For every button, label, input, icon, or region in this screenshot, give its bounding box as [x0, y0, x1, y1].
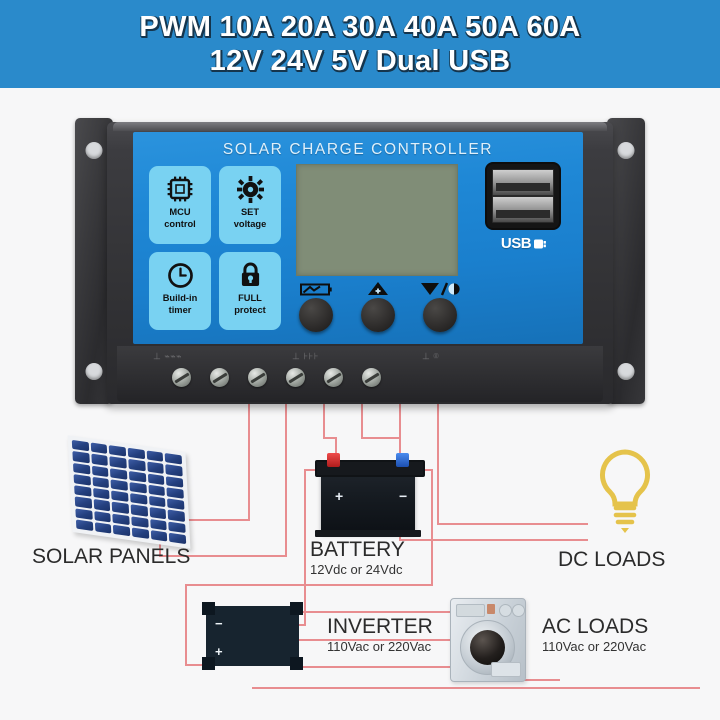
- badge-label-line1: Build-in: [162, 293, 198, 303]
- badge-build-in-timer: Build-in timer: [149, 252, 211, 330]
- mounting-flange-left: [75, 118, 113, 404]
- solar-cell-grid: [71, 439, 187, 545]
- usb-label-group: USB: [485, 235, 565, 252]
- dual-usb-port[interactable]: [485, 162, 561, 230]
- inverter-minus-sign: −: [215, 616, 223, 631]
- usb-section: USB: [485, 162, 565, 252]
- label-inverter: INVERTER 110Vac or 220Vac: [327, 615, 433, 654]
- badge-label-line1: FULL: [238, 293, 262, 303]
- wire-inverter-to-acload-top: [299, 600, 471, 613]
- inverter-terminal-br: [290, 657, 303, 670]
- controller-top-bevel: [113, 122, 607, 131]
- usb-label-text: USB: [500, 235, 532, 252]
- lock-icon: [238, 258, 263, 292]
- label-battery: BATTERY 12Vdc or 24Vdc: [310, 538, 405, 577]
- badge-mcu-control: MCU control: [149, 166, 211, 244]
- washer-knob-icon: [512, 604, 525, 617]
- label-dc-loads: DC LOADS: [558, 548, 666, 571]
- menu-button[interactable]: [299, 298, 333, 332]
- battery-positive-terminal: [327, 453, 340, 467]
- up-button[interactable]: [361, 298, 395, 332]
- solar-panel-symbol-icon: ⊥ ⌁⌁⌁: [153, 351, 183, 361]
- badge-label-line2: voltage: [233, 218, 267, 229]
- clock-icon: [167, 258, 194, 292]
- down-arrow-light-icon: [417, 282, 463, 296]
- terminal-solar-minus[interactable]: [210, 368, 229, 387]
- lcd-display: [296, 164, 458, 276]
- dc-load-bulb-graphic: [585, 446, 665, 536]
- badge-label-line1: SET: [240, 207, 260, 217]
- screw-hole-icon: [85, 142, 103, 159]
- washer-knob-icon: [499, 604, 512, 617]
- gear-icon: [236, 172, 264, 206]
- light-bulb-icon: [599, 449, 651, 533]
- down-light-button[interactable]: [423, 298, 457, 332]
- badge-label-line1: MCU: [169, 207, 191, 217]
- inverter-terminal-bl: [202, 657, 215, 670]
- controller-body: SOLAR CHARGE CONTROLLER: [107, 122, 613, 404]
- inverter-terminal-tl: [202, 602, 215, 615]
- badge-set-voltage: SET voltage: [219, 166, 281, 244]
- battery-negative-terminal: [396, 453, 409, 467]
- washer-detergent-tray: [491, 662, 521, 677]
- washer-body: [450, 598, 526, 682]
- ac-load-washer-graphic: [450, 598, 526, 682]
- washer-control-panel: [456, 604, 485, 617]
- usb-plug-icon: [534, 239, 546, 248]
- label-ac-loads: AC LOADS 110Vac or 220Vac: [542, 615, 649, 654]
- inverter-terminal-tr: [290, 602, 303, 615]
- battery-menu-icon: [293, 282, 339, 296]
- inverter-graphic: − +: [200, 600, 305, 672]
- battery-base: [315, 530, 421, 537]
- button-row: [293, 282, 473, 338]
- terminal-battery-plus[interactable]: [248, 368, 267, 387]
- solar-panel-graphic: [62, 435, 212, 549]
- inverter-case: [206, 606, 299, 666]
- badge-label-line2: protect: [234, 304, 266, 315]
- banner-line-1: PWM 10A 20A 30A 40A 50A 60A: [139, 11, 581, 43]
- solar-panel-face: [67, 435, 191, 549]
- badge-label-line2: control: [164, 218, 196, 229]
- chip-icon: [167, 172, 193, 206]
- inverter-plus-sign: +: [215, 644, 223, 659]
- faceplate-title: SOLAR CHARGE CONTROLLER: [222, 141, 494, 158]
- usb-slot-bottom: [492, 196, 554, 223]
- header-banner: PWM 10A 20A 30A 40A 50A 60A 12V 24V 5V D…: [0, 0, 720, 88]
- wire-load-negative: [437, 398, 588, 525]
- mounting-flange-right: [607, 118, 645, 404]
- washer-indicator-icon: [487, 604, 495, 614]
- wire-load-positive: [399, 398, 588, 541]
- battery-minus-sign: −: [399, 488, 408, 504]
- terminal-battery-minus[interactable]: [286, 368, 305, 387]
- battery-graphic: + −: [313, 449, 425, 541]
- screw-hole-icon: [85, 363, 103, 380]
- battery-case: [321, 467, 415, 533]
- feature-badges: MCU control: [149, 166, 281, 338]
- battery-plus-sign: +: [335, 488, 344, 504]
- screw-hole-icon: [617, 142, 635, 159]
- badge-full-protect: FULL protect: [219, 252, 281, 330]
- controller-faceplate: SOLAR CHARGE CONTROLLER: [133, 132, 583, 344]
- terminal-load-plus[interactable]: [324, 368, 343, 387]
- screw-hole-icon: [617, 363, 635, 380]
- up-arrow-plus-icon: [355, 282, 401, 296]
- terminal-solar-plus[interactable]: [172, 368, 191, 387]
- solar-charge-controller: SOLAR CHARGE CONTROLLER: [75, 118, 645, 410]
- label-solar-panels: SOLAR PANELS: [32, 545, 191, 568]
- terminal-load-minus[interactable]: [362, 368, 381, 387]
- terminal-strip: ⊥ ⌁⌁⌁ ⊥ ⊦⊦⊦ ⊥ ⌾: [117, 346, 603, 402]
- battery-symbol-icon: ⊥ ⊦⊦⊦: [292, 351, 319, 361]
- badge-label-line2: timer: [168, 304, 192, 315]
- banner-line-2: 12V 24V 5V Dual USB: [209, 45, 511, 77]
- washer-door: [460, 620, 515, 675]
- washer-glass: [470, 630, 505, 665]
- load-lamp-symbol-icon: ⊥ ⌾: [422, 351, 440, 361]
- usb-slot-top: [492, 169, 554, 196]
